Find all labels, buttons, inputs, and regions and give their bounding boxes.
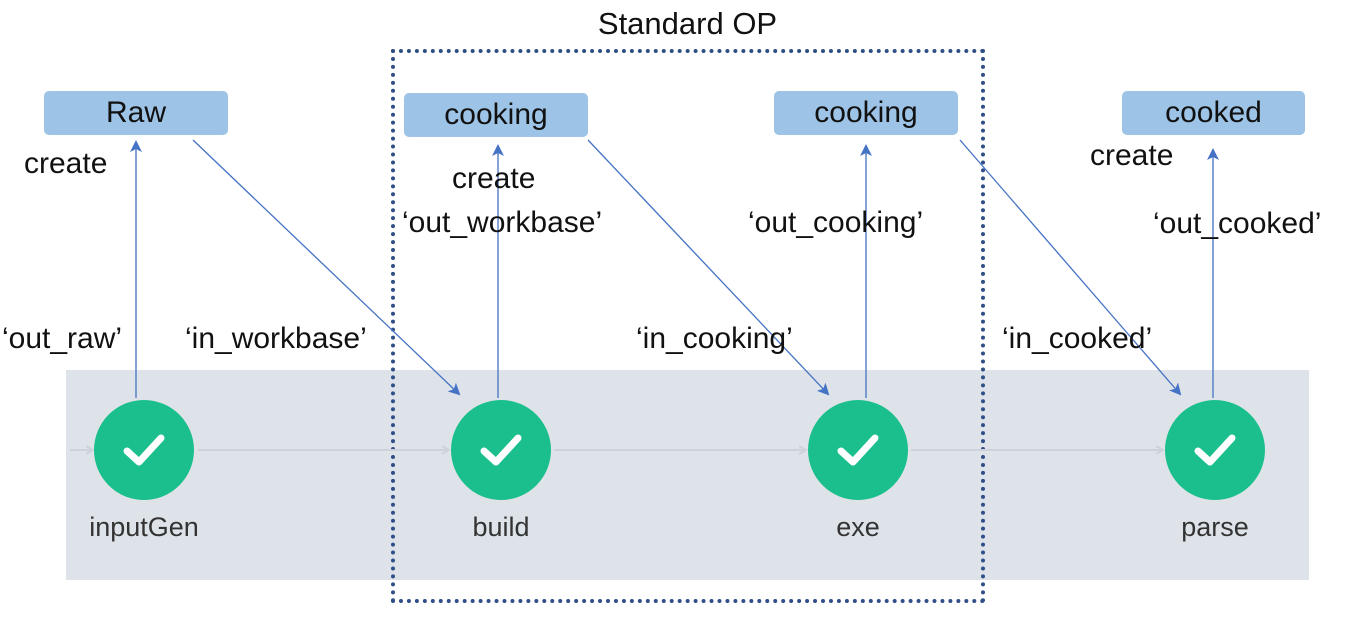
artifact-raw: Raw xyxy=(44,91,228,135)
arrow-in-workbase xyxy=(192,139,461,396)
artifact-cooking-2: cooking xyxy=(774,91,958,135)
label-in-cooking: ‘in_cooking’ xyxy=(636,322,793,355)
label-in-cooked: ‘in_cooked’ xyxy=(1002,322,1153,355)
step-build-label: build xyxy=(472,512,530,542)
check-icon xyxy=(837,434,879,466)
step-parse-label: parse xyxy=(1181,512,1249,542)
pipeline-band xyxy=(66,370,1309,580)
label-create-cooked: create xyxy=(1090,139,1174,172)
check-icon xyxy=(123,434,165,466)
arrow-in-cooking xyxy=(587,139,830,396)
step-exe-label: exe xyxy=(836,512,880,542)
check-icon xyxy=(480,434,522,466)
artifact-cooked: cooked xyxy=(1122,91,1305,135)
label-out-workbase: ‘out_workbase’ xyxy=(402,206,603,239)
label-out-cooked: ‘out_cooked’ xyxy=(1153,207,1322,240)
label-out-raw: ‘out_raw’ xyxy=(2,322,123,355)
step-inputgen-node[interactable] xyxy=(94,400,194,500)
label-in-workbase: ‘in_workbase’ xyxy=(185,322,367,355)
step-parse-node[interactable] xyxy=(1165,400,1265,500)
label-out-cooking: ‘out_cooking’ xyxy=(748,206,924,239)
standard-op-title: Standard OP xyxy=(597,6,778,41)
arrow-in-cooked xyxy=(959,139,1182,396)
step-exe-node[interactable] xyxy=(808,400,908,500)
standard-op-frame xyxy=(391,49,985,603)
label-create-raw: create xyxy=(24,147,108,180)
label-create-workbase: create xyxy=(452,162,536,195)
check-icon xyxy=(1194,434,1236,466)
artifact-cooking-1: cooking xyxy=(404,93,588,137)
step-build-node[interactable] xyxy=(451,400,551,500)
step-inputgen-label: inputGen xyxy=(89,512,199,542)
